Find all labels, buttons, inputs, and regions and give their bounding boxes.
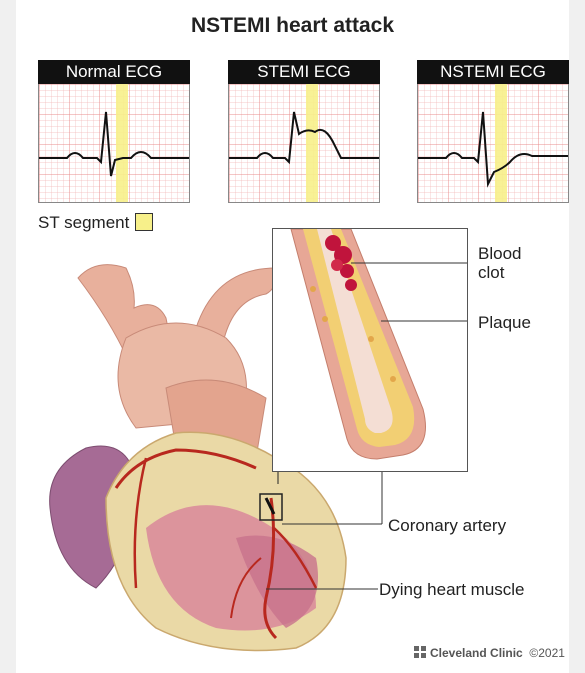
ecg-strip-normal bbox=[38, 84, 190, 203]
ecg-label-stemi: STEMI ECG bbox=[228, 60, 380, 84]
footer-credit: Cleveland Clinic ©2021 bbox=[414, 646, 565, 660]
artery-inset bbox=[272, 228, 468, 472]
cleveland-clinic-logo-icon bbox=[414, 646, 427, 659]
ecg-trace-stemi bbox=[229, 84, 379, 202]
ecg-panel-nstemi: NSTEMI ECG bbox=[417, 60, 569, 203]
ecg-panel-stemi: STEMI ECG bbox=[228, 60, 380, 203]
page-title: NSTEMI heart attack bbox=[16, 14, 569, 38]
ecg-strip-stemi bbox=[228, 84, 380, 203]
callout-blood-clot-line1: Blood bbox=[478, 244, 521, 263]
callout-plaque: Plaque bbox=[478, 313, 531, 332]
ecg-label-nstemi: NSTEMI ECG bbox=[417, 60, 569, 84]
callout-coronary-artery: Coronary artery bbox=[388, 516, 506, 535]
callout-blood-clot: Blood clot bbox=[478, 244, 521, 282]
ecg-label-normal: Normal ECG bbox=[38, 60, 190, 84]
st-segment-band bbox=[495, 84, 507, 202]
st-segment-band bbox=[116, 84, 128, 202]
artery-cross-section bbox=[273, 229, 467, 471]
st-segment-band bbox=[306, 84, 318, 202]
callout-dying-muscle: Dying heart muscle bbox=[379, 580, 525, 599]
footer-brand: Cleveland Clinic bbox=[430, 646, 523, 660]
ecg-trace-normal bbox=[39, 84, 189, 202]
ecg-strip-nstemi bbox=[417, 84, 569, 203]
ecg-panel-normal: Normal ECG bbox=[38, 60, 190, 203]
infographic-card: NSTEMI heart attack Normal ECG bbox=[16, 0, 569, 673]
ecg-trace-nstemi bbox=[418, 84, 568, 202]
callout-blood-clot-line2: clot bbox=[478, 263, 521, 282]
footer-copyright: ©2021 bbox=[529, 646, 565, 660]
